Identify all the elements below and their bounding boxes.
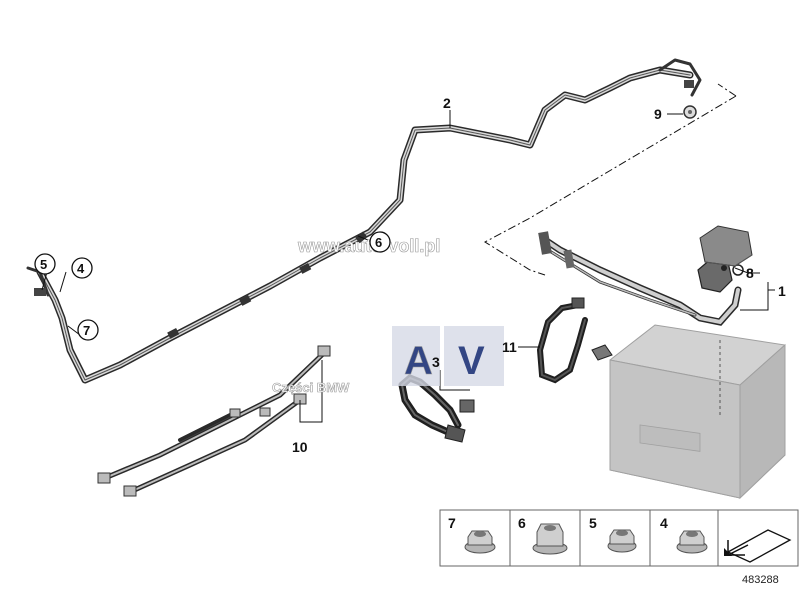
nut-6-icon bbox=[544, 525, 556, 531]
callout-10: 10 bbox=[292, 439, 308, 455]
leader-lines bbox=[41, 110, 775, 423]
legend-item-4: 4 bbox=[660, 515, 708, 554]
ground-strap-part-3 bbox=[398, 373, 475, 443]
terminal-cover bbox=[699, 225, 753, 267]
callout-6-circle: 6 bbox=[369, 231, 391, 253]
callout-11: 11 bbox=[502, 339, 517, 355]
arrow-symbol-icon bbox=[724, 529, 792, 563]
battery bbox=[609, 324, 786, 500]
callout-6: 6 bbox=[375, 235, 382, 250]
nut-7-icon bbox=[474, 531, 486, 537]
callout-4-circle: 4 bbox=[71, 257, 93, 279]
nut-5-icon bbox=[616, 530, 628, 536]
legend-item-5: 5 bbox=[589, 515, 637, 553]
callout-7: 7 bbox=[83, 323, 90, 338]
legend-item-7: 7 bbox=[448, 515, 496, 554]
callout-5: 5 bbox=[40, 257, 47, 272]
legend-item-6: 6 bbox=[518, 515, 568, 555]
callout-1: 1 bbox=[778, 283, 786, 299]
callout-8: 8 bbox=[746, 265, 754, 281]
callout-5-circle: 5 bbox=[34, 253, 56, 275]
callout-4: 4 bbox=[77, 261, 85, 276]
watermark-site: www.auto-voll.pl bbox=[297, 236, 440, 256]
dashdot-leader bbox=[484, 95, 737, 276]
callout-2: 2 bbox=[443, 95, 451, 111]
legend-label-5: 5 bbox=[589, 515, 597, 531]
grommet-part-9 bbox=[683, 105, 697, 119]
cable-part-11 bbox=[536, 297, 613, 384]
nut-4-icon bbox=[686, 531, 698, 537]
watermark-brand: Części BMW bbox=[272, 380, 350, 395]
watermark: A V www.auto-voll.pl Części BMW bbox=[272, 236, 504, 395]
callout-7-circle: 7 bbox=[77, 319, 99, 341]
legend-label-6: 6 bbox=[518, 515, 526, 531]
main-cable bbox=[26, 58, 702, 384]
battery-cable-part-1 bbox=[538, 231, 742, 326]
fastener-legend: 7 6 5 4 bbox=[439, 509, 799, 567]
legend-label-7: 7 bbox=[448, 515, 456, 531]
callout-9: 9 bbox=[654, 106, 662, 122]
cables-part-10 bbox=[97, 345, 331, 497]
watermark-logo-a: A bbox=[404, 339, 433, 383]
watermark-logo-v: V bbox=[458, 339, 485, 383]
callout-3: 3 bbox=[432, 354, 440, 370]
diagram-id: 483288 bbox=[742, 574, 779, 586]
legend-label-4: 4 bbox=[660, 515, 668, 531]
